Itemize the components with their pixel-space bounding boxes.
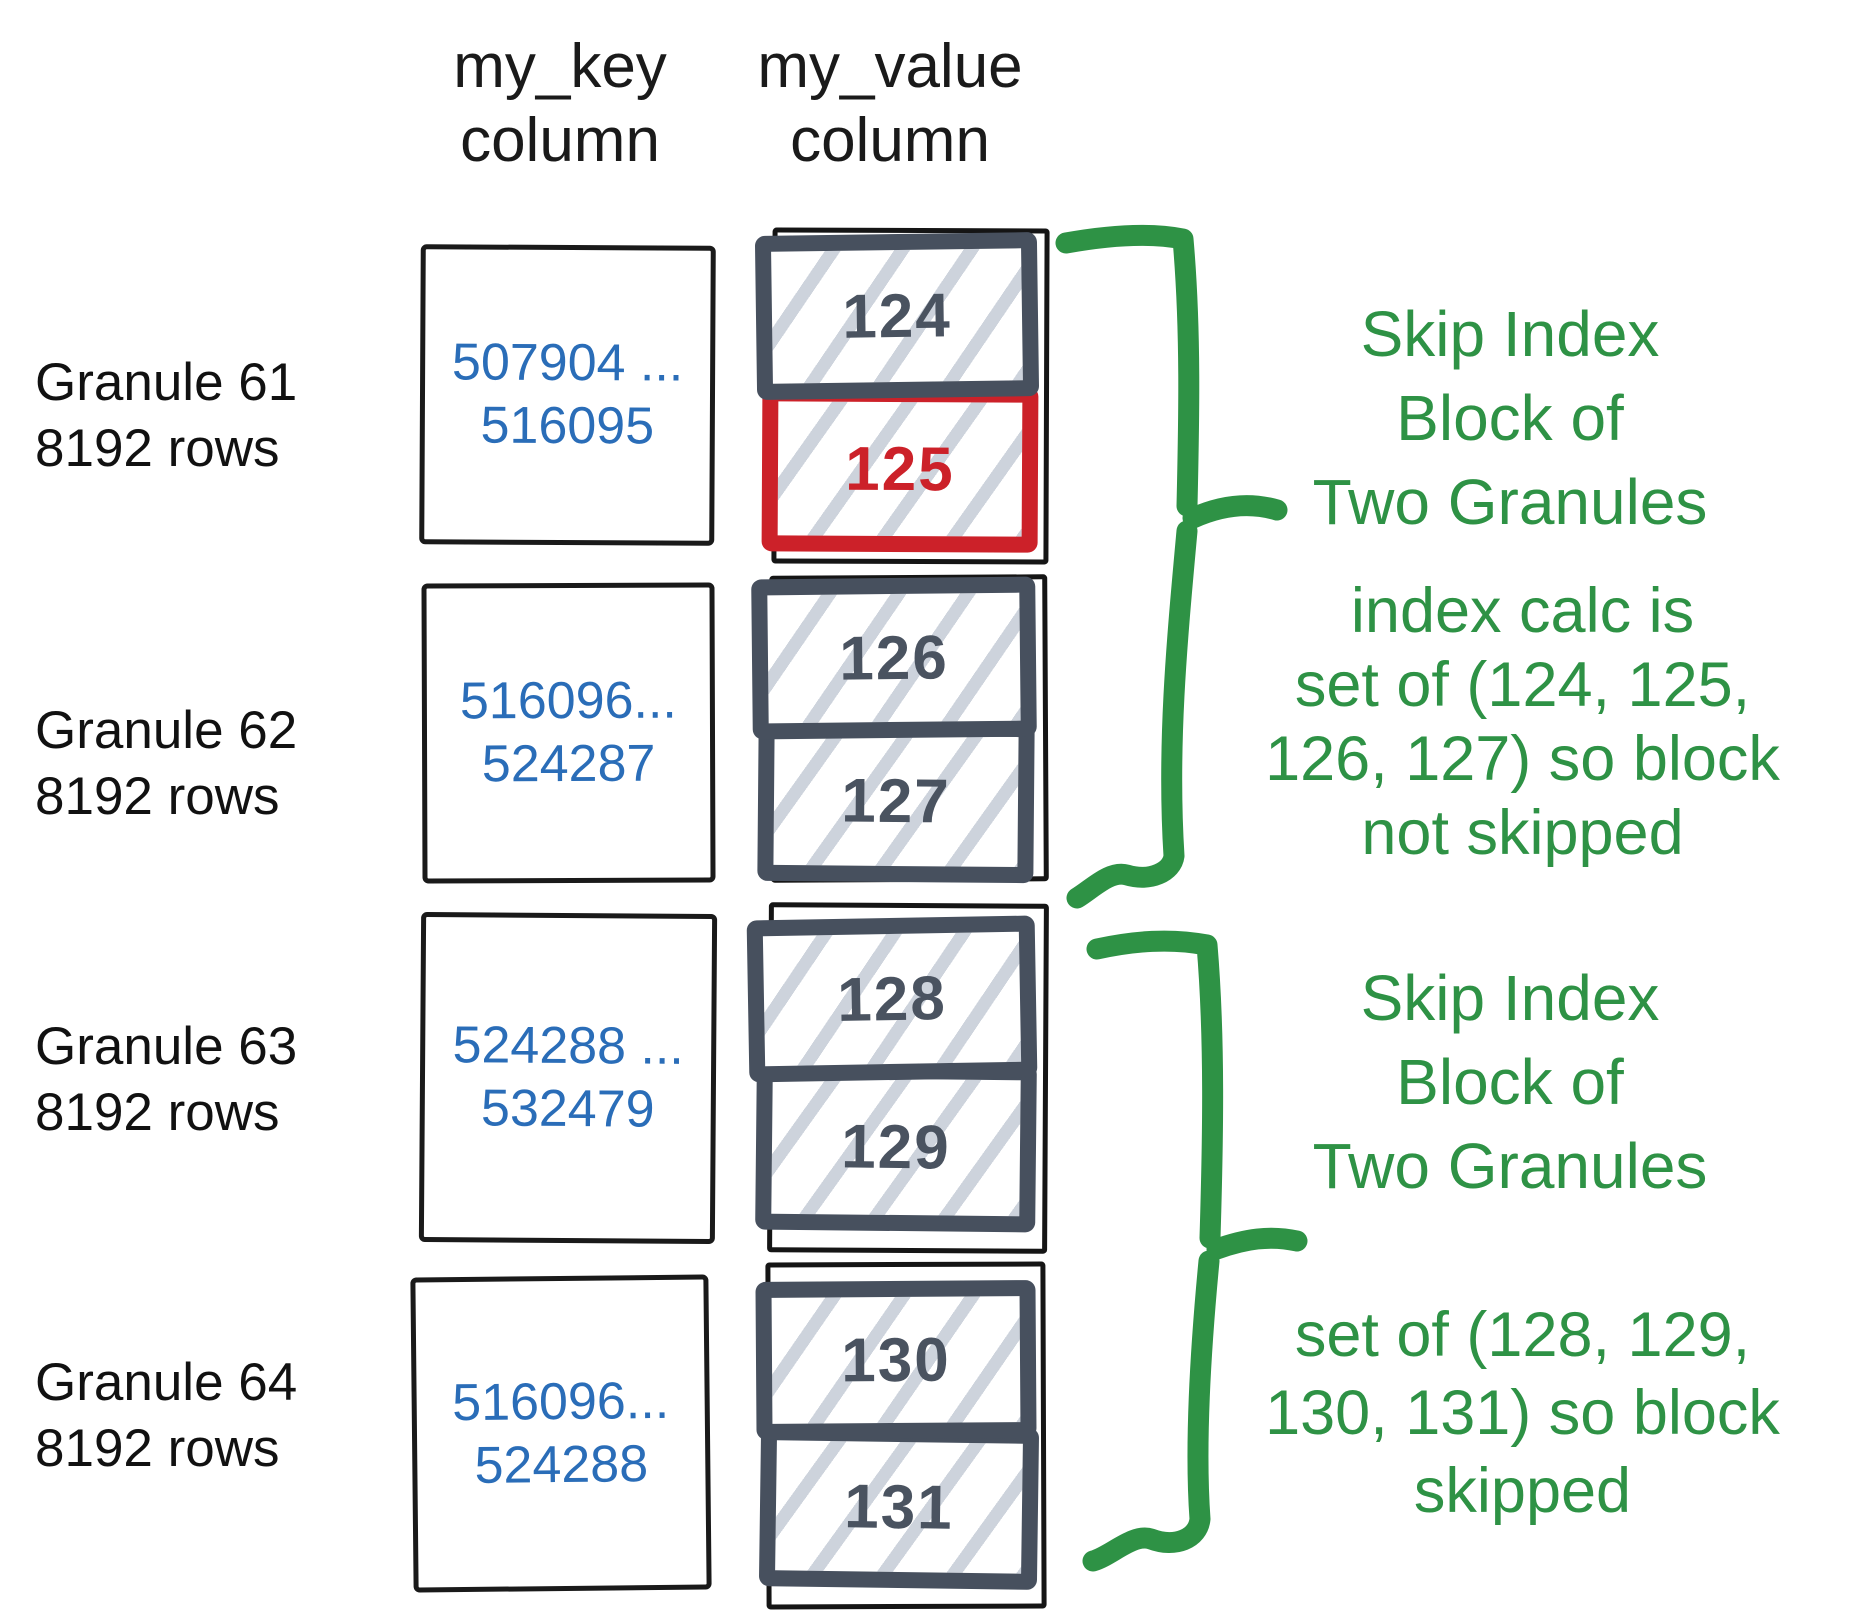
value-block-128: 128 (746, 915, 1038, 1083)
value-column-header: my_value column (757, 32, 1023, 175)
value-block-130: 130 (755, 1280, 1037, 1440)
granule-64-label: Granule 64 8192 rows (35, 1353, 298, 1478)
granule-61-key-box: 507904 ... 516095 (419, 244, 716, 546)
value-block-127: 127 (757, 718, 1035, 884)
annotation-skip-block-2: Skip Index Block of Two Granules (1312, 962, 1708, 1202)
annotation-block-1-not-skipped: index calc is set of (124, 125, 126, 127… (1265, 576, 1780, 868)
granule-63-label: Granule 63 8192 rows (35, 1017, 298, 1142)
granule-61-key-range: 507904 ... 516095 (451, 333, 684, 456)
granule-62-label: Granule 62 8192 rows (35, 701, 298, 826)
granule-63-key-box: 524288 ... 532479 (418, 911, 718, 1245)
key-column-header: my_key column (453, 32, 667, 175)
annotation-skip-block-1: Skip Index Block of Two Granules (1312, 298, 1708, 538)
value-block-131: 131 (758, 1424, 1040, 1590)
value-block-125-highlighted: 125 (761, 385, 1039, 553)
granule-61-label: Granule 61 8192 rows (35, 353, 298, 478)
granule-64-key-box: 516096... 524288 (410, 1274, 712, 1593)
granule-64-key-range: 516096... 524288 (451, 1371, 670, 1495)
granule-62-key-range: 516096... 524287 (459, 671, 677, 794)
granule-62-key-box: 516096... 524287 (421, 582, 716, 884)
granule-63-key-range: 524288 ... 532479 (452, 1016, 685, 1139)
annotation-block-2-skipped: set of (128, 129, 130, 131) so block ski… (1265, 1300, 1780, 1526)
value-block-124: 124 (754, 232, 1040, 400)
value-block-126: 126 (751, 576, 1037, 740)
value-block-129: 129 (755, 1061, 1037, 1233)
